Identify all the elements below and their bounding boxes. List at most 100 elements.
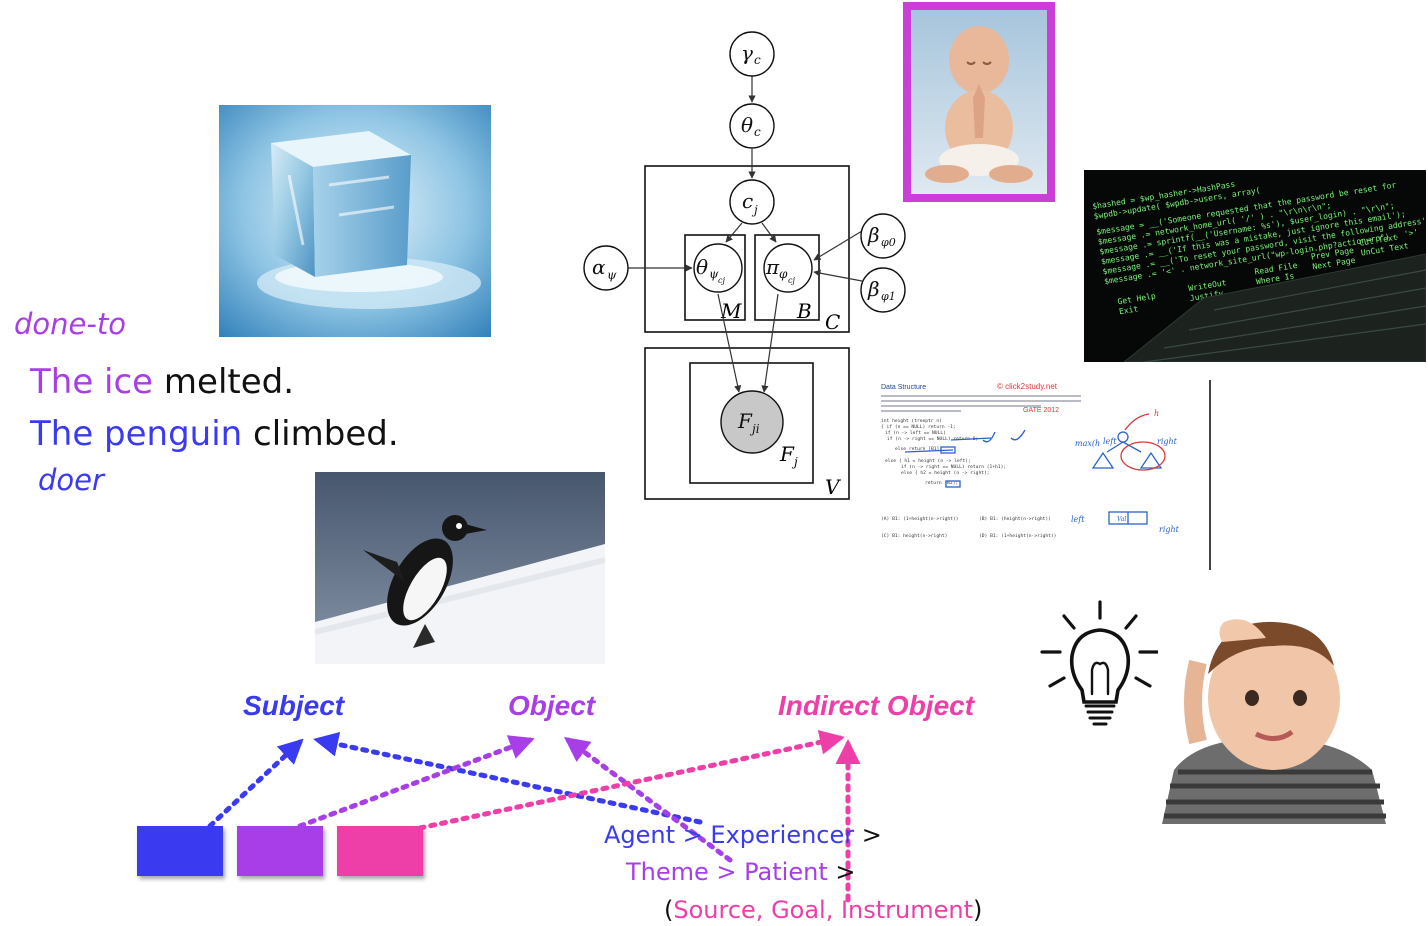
f-symbol: F (737, 409, 753, 433)
plate-b (754, 234, 820, 321)
hierarchy-line-3: (Source, Goal, Instrument) (664, 896, 982, 924)
oblique-roles: Source, Goal, Instrument (673, 896, 974, 924)
separator: > (675, 821, 711, 849)
ice-cube-photo (219, 105, 491, 337)
node-beta-phi0 (860, 213, 906, 259)
node-gamma-c (729, 31, 775, 77)
blue-swatch (137, 826, 223, 876)
object-label: Object (508, 690, 596, 721)
separator: > (708, 858, 745, 886)
gamma-sub: c (754, 53, 761, 67)
plate-c (644, 165, 850, 333)
experiencer-role: Experiencer (710, 821, 855, 849)
worksheet-annotation: Val (1117, 516, 1126, 523)
worksheet-code-line: else return [B1]; (895, 446, 942, 452)
f-sub: ji (749, 422, 760, 436)
theme-noun: The ice (30, 362, 154, 402)
worksheet-code-line: if (n -> right == NULL) return 0; (887, 436, 978, 442)
alpha-sub: ψ (607, 268, 617, 282)
worksheet-annotation: left (1071, 515, 1085, 524)
paren: ( (664, 896, 674, 924)
agent-role: Agent (604, 821, 676, 849)
plate-diagram: M B C F j V (578, 24, 918, 504)
beta0-symbol: β (867, 223, 880, 247)
worksheet-choice: (D) B1: (1+height(n->right)) (979, 533, 1056, 539)
hierarchy-line-2: Theme > Patient > (626, 858, 855, 886)
plate-fj (689, 362, 814, 484)
arrow-purple-to-object (297, 735, 535, 829)
pi-sub: φ (779, 267, 788, 281)
worksheet-code-line: if (n -> left == NULL) (885, 430, 946, 436)
worksheet-copyright: © click2study.net (997, 382, 1058, 391)
c-sub: j (751, 203, 758, 217)
worksheet-code-line: { if (n == NULL) return -1; (881, 424, 956, 430)
theta-psi-symbol: θ (696, 255, 708, 279)
worksheet-annotation: left (1103, 437, 1117, 446)
arrow-agent-to-subject (313, 731, 703, 825)
node-beta-phi1 (860, 267, 906, 313)
worksheet-choice: (B) B1: (height(n->right)) (979, 516, 1051, 522)
theta-symbol: θ (741, 113, 753, 137)
purple-swatch (237, 826, 323, 876)
worksheet-annotation: max(h (1075, 439, 1100, 448)
plate-c-label: C (825, 310, 840, 334)
verb: melted. (163, 362, 295, 402)
worksheet-code-line: return [B2]; (925, 480, 958, 486)
theme-role: Theme (626, 858, 709, 886)
hierarchy-line-1: Agent > Experiencer > (604, 821, 882, 849)
worksheet-choice: (C) B1: height(n->right) (881, 533, 947, 539)
worksheet-code-line: int height (treeptr n) (881, 418, 942, 424)
c-symbol: c (742, 189, 753, 213)
separator: > (827, 858, 856, 886)
theta-sub: c (754, 125, 761, 139)
plate-v-label: V (825, 475, 842, 499)
sentence-penguin-climbed: The penguin climbed. (30, 414, 399, 454)
node-c-j (729, 179, 775, 225)
plate-m-label: M (720, 299, 742, 323)
arrow-pink-to-indirect (417, 729, 845, 831)
separator: > (854, 821, 882, 849)
pink-swatch (337, 826, 423, 876)
pi-subsub: cj (788, 276, 795, 285)
lightbulb-icon (1036, 598, 1164, 736)
menu-item: Exit (1118, 304, 1139, 316)
worksheet-code-line: if (n -> right == NULL) return (1+h1); (901, 464, 1006, 470)
worksheet-header: Data Structure (881, 384, 926, 391)
done-to-label: done-to (14, 307, 126, 341)
indirect-object-label: Indirect Object (778, 690, 975, 721)
worksheet-scan: Data Structure © click2study.net GATE 20… (871, 380, 1211, 570)
node-f-ji (720, 390, 784, 454)
beta0-sub: φ0 (881, 236, 896, 249)
beta1-symbol: β (867, 277, 880, 301)
doer-label: doer (38, 463, 104, 497)
theta-psi-sub: ψ (709, 267, 719, 281)
beta1-sub: φ1 (881, 290, 896, 303)
worksheet-code-line: else { h2 = height (n -> right); (901, 470, 990, 476)
arrow-blue-to-subject (207, 738, 304, 829)
worksheet-annotation: h (1154, 409, 1159, 418)
plate-v (644, 347, 850, 500)
thinking-baby-photo (1158, 602, 1390, 824)
baby-meditating-photo (903, 2, 1055, 202)
verb: climbed. (253, 414, 399, 454)
plate-m (684, 234, 746, 321)
paren: ) (973, 896, 983, 924)
patient-role: Patient (744, 858, 828, 886)
gamma-symbol: γ (741, 41, 753, 65)
subject-label: Subject (243, 690, 345, 721)
plate-fj-sub: j (791, 455, 798, 469)
worksheet-annotation: right (1159, 525, 1180, 534)
worksheet-tag: GATE 2012 (1023, 407, 1059, 414)
node-theta-psi (693, 243, 743, 293)
sentence-ice-melted: The ice melted. (30, 362, 294, 402)
alpha-symbol: α (592, 255, 606, 279)
worksheet-code-line: else { h1 = height (n -> left); (885, 458, 971, 464)
worksheet-annotation: right (1157, 437, 1178, 446)
laptop-code-photo: $hashed = $wp_hasher->HashPass $wpdb->up… (1084, 170, 1426, 362)
node-pi-phi (763, 243, 813, 293)
agent-noun: The penguin (30, 414, 243, 454)
node-theta-c (729, 103, 775, 149)
penguin-photo (315, 472, 605, 664)
worksheet-choice: (A) B1: (1+height(n->right)) (881, 516, 958, 522)
plate-fj-label: F (779, 442, 795, 466)
